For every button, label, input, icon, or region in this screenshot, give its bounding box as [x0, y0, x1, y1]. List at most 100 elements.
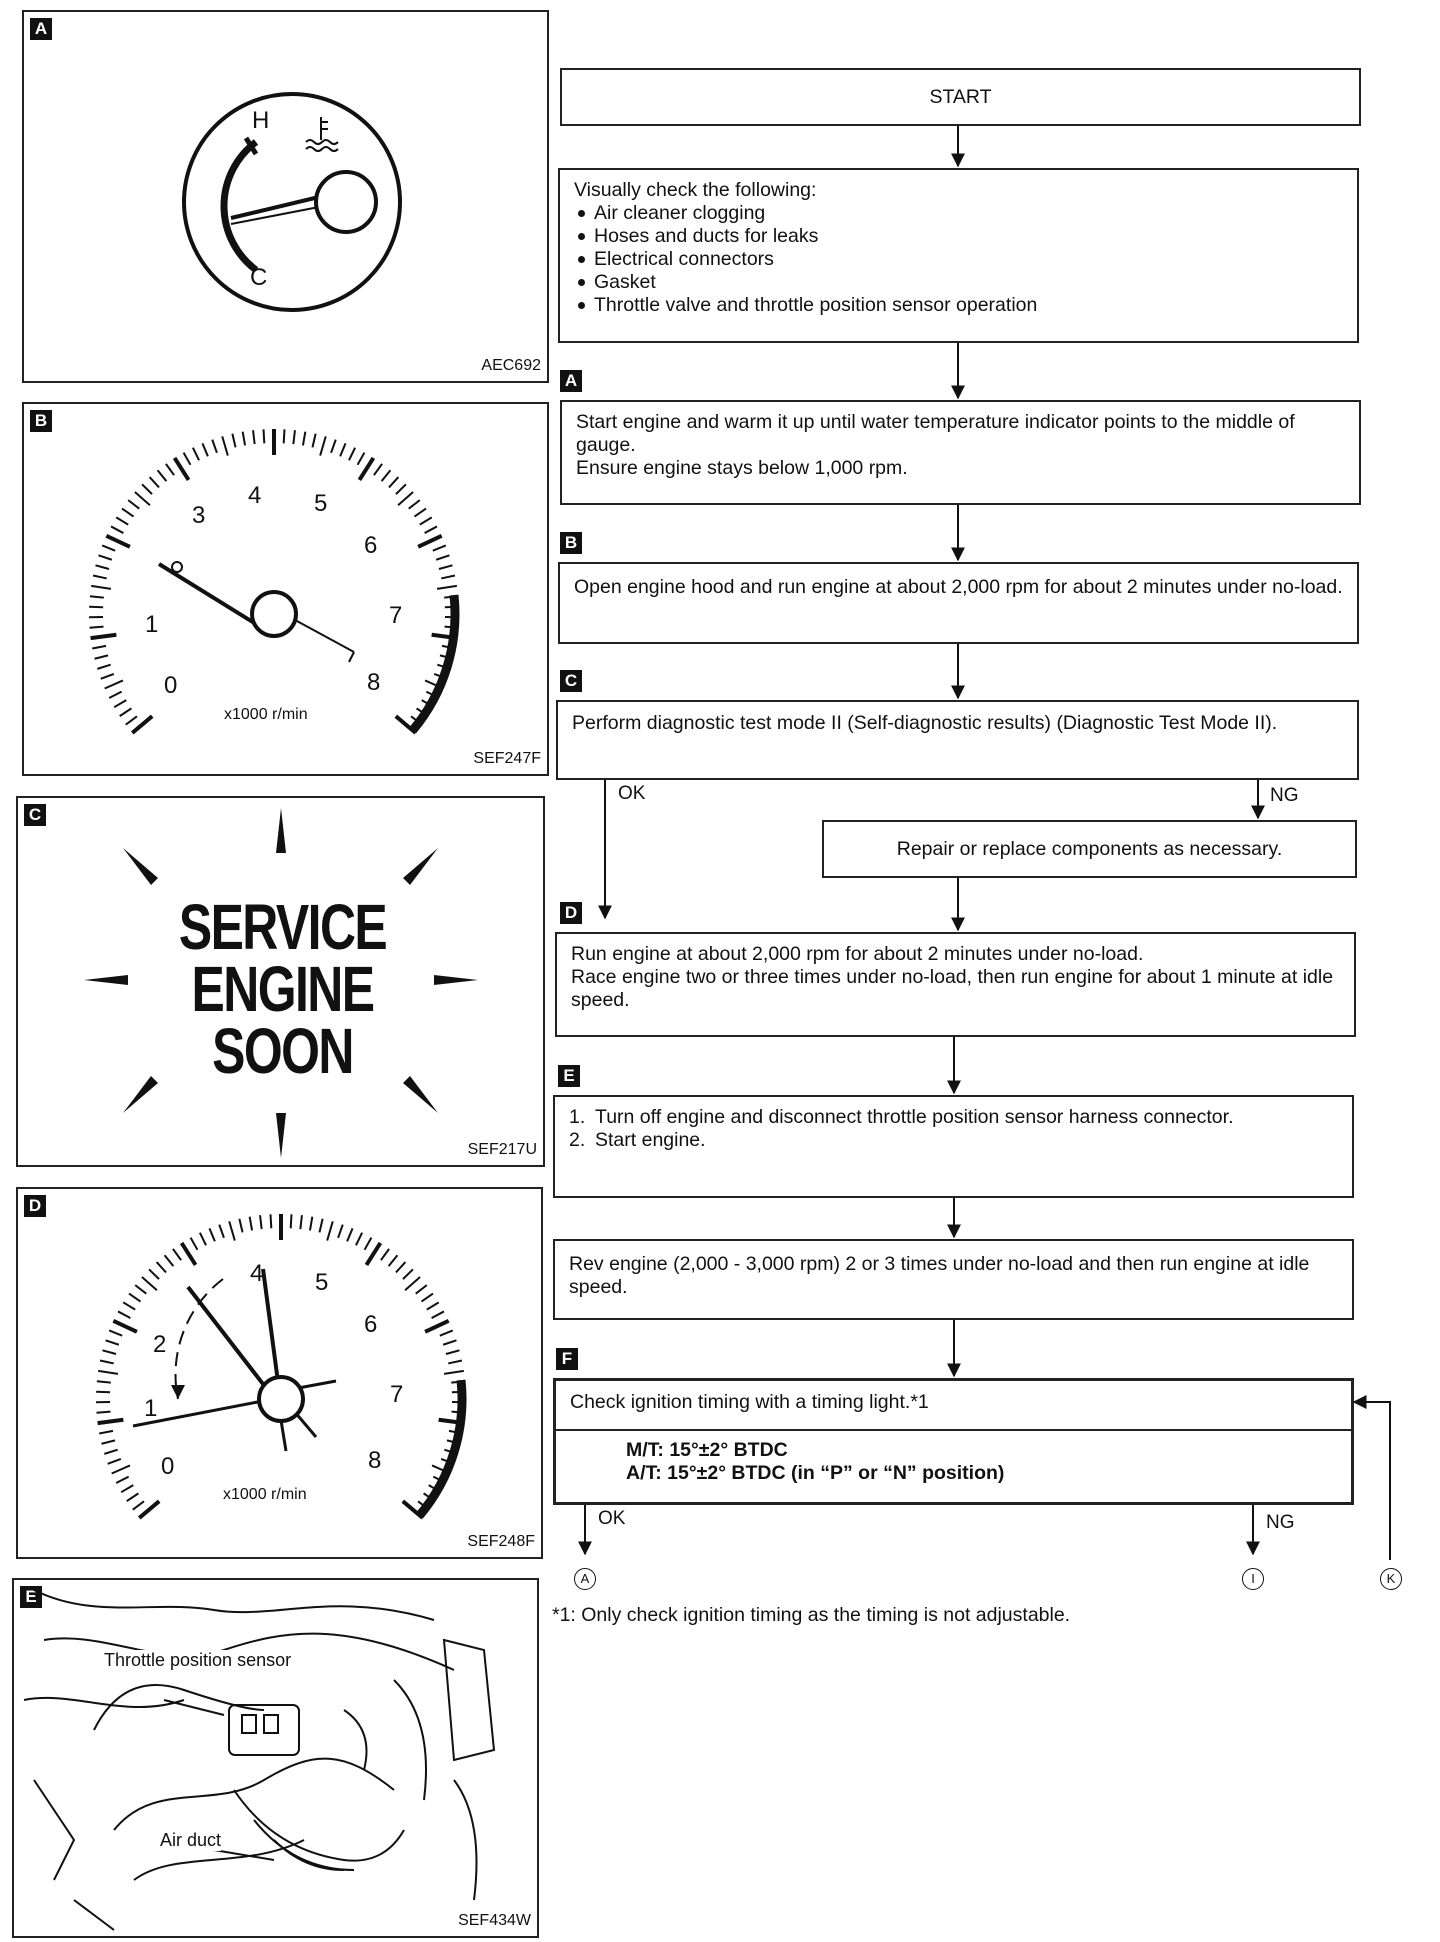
scale-tick [117, 1310, 131, 1319]
step-tag-b: B [560, 532, 582, 554]
tick-label-6: 6 [364, 532, 378, 559]
repair-text: Repair or replace components as necessar… [896, 838, 1283, 860]
scale-tick [252, 430, 256, 445]
spec-at: A/T: 15°±2° BTDC (in “P” or “N” position… [626, 1462, 1005, 1484]
connector-k: K [1380, 1568, 1402, 1590]
panel-letter: D [24, 1195, 46, 1217]
scale-tick [201, 443, 209, 457]
rev-engine-text: Rev engine (2,000 - 3,000 rpm) 2 or 3 ti… [569, 1253, 1310, 1298]
redzone-band [409, 594, 460, 734]
step-e-list: 1.Turn off engine and disconnect throttl… [569, 1106, 1338, 1152]
scale-tick [165, 463, 175, 476]
step-a-text-1: Start engine and warm it up until water … [576, 411, 1295, 456]
scale-tick [438, 564, 453, 570]
list-item: Air cleaner clogging [574, 202, 1343, 225]
scale-tick [420, 1292, 434, 1303]
scale-tick [355, 1232, 363, 1246]
scale-tick [115, 1475, 130, 1484]
step-c-box: Perform diagnostic test mode II (Self-di… [556, 700, 1359, 780]
start-box: START [560, 68, 1361, 126]
scale-tick [134, 491, 151, 506]
rpm-unit-label: x1000 r/min [223, 1486, 307, 1503]
scale-tick [90, 632, 117, 641]
scale-tick [108, 1329, 123, 1337]
scale-tick [248, 1216, 254, 1231]
scale-tick [436, 584, 457, 590]
list-item: 2.Start engine. [569, 1129, 706, 1151]
list-item: 1.Turn off engine and disconnect throttl… [569, 1106, 1234, 1128]
scale-tick [337, 1224, 344, 1239]
tick-label-2: 2 [153, 1331, 167, 1358]
step-a-box: Start engine and warm it up until water … [560, 400, 1361, 505]
scale-tick [346, 1228, 354, 1242]
rev-engine-box: Rev engine (2,000 - 3,000 rpm) 2 or 3 ti… [553, 1239, 1354, 1320]
scale-tick [442, 1339, 457, 1346]
scale-tick [401, 1499, 425, 1520]
tick-label-7: 7 [390, 1381, 404, 1408]
scale-tick [319, 436, 327, 456]
scale-tick [432, 544, 447, 552]
scale-tick [441, 574, 456, 580]
scale-tick [107, 1457, 122, 1465]
scale-tick [192, 447, 200, 461]
step-a-text-2: Ensure engine stays below 1,000 rpm. [576, 457, 908, 479]
scale-tick [125, 715, 138, 726]
scale-tick [443, 1369, 464, 1375]
ng-label-1: NG [1270, 785, 1299, 806]
air-duct-label: Air duct [160, 1830, 222, 1851]
scale-tick [208, 1228, 216, 1242]
step-f-text: Check ignition timing with a timing ligh… [556, 1381, 1351, 1431]
tachometer-rev-illustration [96, 1214, 467, 1520]
scale-tick [134, 1284, 147, 1295]
panel-e-engine-bay: E Throttle position sensor Air duct SEF4… [12, 1578, 539, 1938]
sign-line-1: SERVICE [178, 891, 388, 963]
scale-tick [137, 1499, 161, 1520]
scale-tick [241, 431, 247, 446]
scale-tick [404, 1276, 421, 1291]
scale-tick [356, 452, 366, 466]
tick-label-8: 8 [368, 1447, 382, 1474]
scale-tick [91, 584, 112, 590]
scale-tick [330, 439, 337, 454]
tick-label-0: 0 [161, 1453, 175, 1480]
scale-tick [301, 431, 307, 446]
step-tag-e: E [558, 1065, 580, 1087]
visual-check-list: Air cleaner clogging Hoses and ducts for… [574, 202, 1343, 317]
step-d-box: Run engine at about 2,000 rpm for about … [555, 932, 1356, 1037]
redzone-band [416, 1379, 467, 1519]
scale-tick [179, 1241, 198, 1266]
step-f-box: Check ignition timing with a timing ligh… [553, 1378, 1354, 1505]
tick-label-8: 8 [367, 669, 381, 696]
coolant-temp-icon [305, 117, 339, 152]
scale-tick [113, 699, 127, 709]
start-label: START [929, 86, 992, 108]
panel-letter: B [30, 410, 52, 432]
scale-tick [448, 1359, 463, 1365]
scale-tick [311, 433, 317, 448]
scale-tick [172, 1248, 182, 1261]
rpm-unit-label: x1000 r/min [224, 706, 308, 723]
scale-tick [130, 714, 154, 735]
scale-tick [182, 452, 192, 466]
step-d-text-1: Run engine at about 2,000 rpm for about … [571, 943, 1144, 965]
scale-tick [221, 436, 229, 456]
tick-label-1: 1 [145, 611, 159, 638]
figure-code: SEF248F [467, 1533, 535, 1550]
spec-mt: M/T: 15°±2° BTDC [626, 1439, 788, 1461]
scale-tick [92, 574, 107, 580]
scale-tick [395, 1261, 407, 1274]
scale-tick [308, 1216, 314, 1231]
tick-label-6: 6 [364, 1311, 378, 1338]
scale-tick [120, 1484, 134, 1494]
scale-tick [439, 1329, 454, 1337]
tick-label-4: 4 [248, 482, 262, 509]
panel-b-tachometer: B 0 1 3 4 5 6 7 8 x1000 r/min SEF247F [22, 402, 549, 776]
scale-tick [380, 469, 392, 482]
scale-tick [388, 476, 400, 489]
scale-tick [228, 1221, 236, 1241]
figure-code: SEF217U [467, 1141, 537, 1158]
scale-tick [445, 1349, 460, 1355]
scale-tick [111, 1464, 131, 1475]
scale-tick [387, 1254, 399, 1267]
scale-tick [102, 1349, 117, 1355]
